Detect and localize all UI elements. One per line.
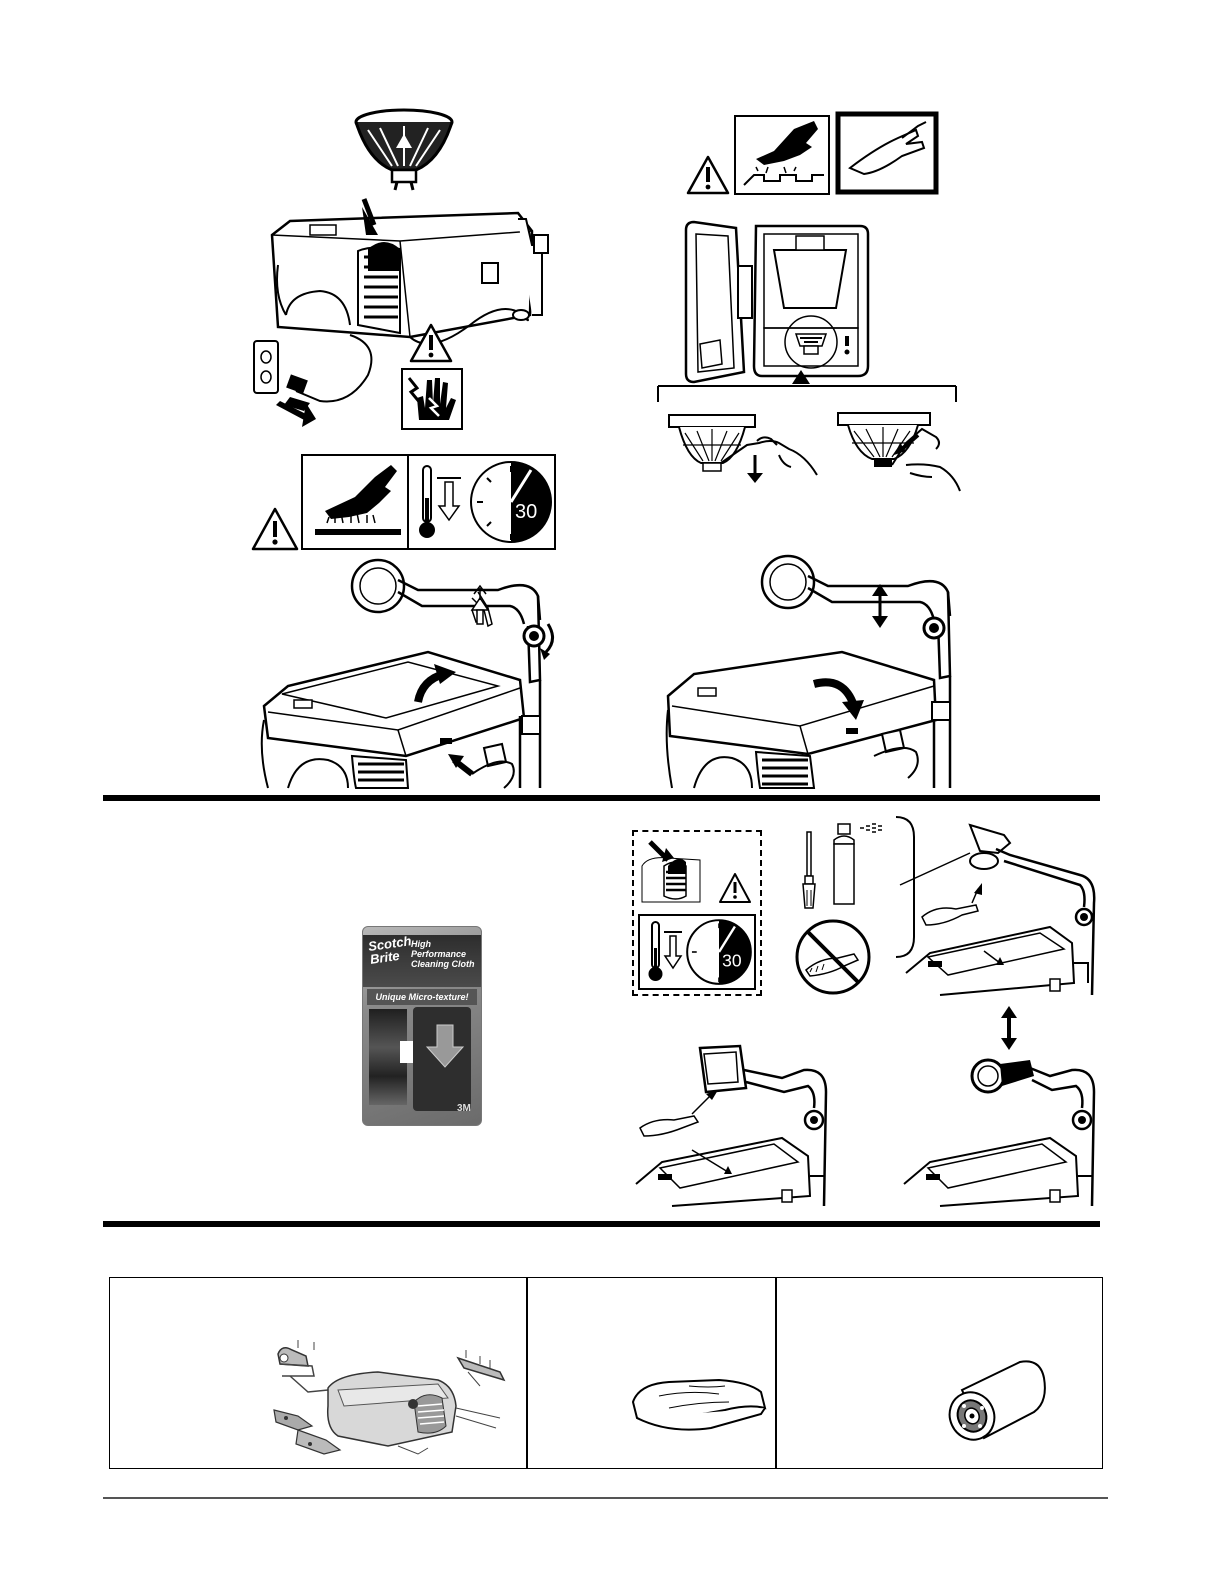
thermometer-cooling-icon [642,916,686,988]
clock-30-icon: 30 [684,917,754,987]
lamp-release-step2-illustration [836,403,966,495]
dust-cover-illustration [629,1374,769,1436]
footer-rule [103,1497,1108,1499]
bare-hand-lamp-icon [734,115,830,195]
package-product-line3: Cleaning Cloth [411,959,475,969]
projector-open-door-illustration [258,560,568,788]
parts-cell-cover [526,1277,777,1469]
hot-cooldown-panel: 30 [301,454,556,550]
package-logo: 3M [457,1103,471,1114]
no-touch-icon [792,918,874,996]
lamp-bulb-icon [348,108,468,198]
package-product-name: High Performance Cleaning Cloth [411,939,475,969]
warning-icon [718,872,752,904]
spray-can-icon [830,822,890,906]
cooldown-minutes-label: 30 [515,501,537,523]
section-divider [103,795,1100,801]
package-product-line2: Performance [411,949,475,959]
package-tagline: Unique Micro-texture! [367,989,477,1005]
brush-icon [799,830,819,910]
cooldown-minutes-label: 30 [722,950,742,970]
lamp-door-open-illustration [680,216,880,386]
electric-shock-hand-icon [401,368,463,430]
lamp-door-icon [638,836,708,906]
replacement-lamp-illustration [944,1356,1048,1442]
clean-mirror-illustration [632,1040,832,1206]
cooldown-panel-small: 30 [638,914,756,990]
projector-head-illustration [900,1040,1096,1206]
cleaning-cloth-package: Scotch Brite High Performance Cleaning C… [362,926,482,1126]
cooldown-caution-box: 30 [632,830,762,996]
package-product-line1: High [411,939,475,949]
clock-30-icon: 30 [467,458,555,546]
warning-icon [685,154,731,196]
gloved-hand-icon [836,112,938,194]
section-divider [103,1221,1100,1227]
mounting-kit-illustration [268,1336,518,1462]
clean-head-illustration [900,813,1100,995]
lamp-release-step1-illustration [667,405,827,497]
projector-close-door-illustration [664,556,964,788]
thermometer-cooling-icon [411,458,463,548]
parts-cell-lamp [775,1277,1103,1469]
hot-surface-icon [305,457,409,549]
package-arrow-icon [425,1023,465,1069]
callout-bracket [656,368,966,404]
warning-icon [408,322,454,364]
warning-icon [250,506,300,552]
